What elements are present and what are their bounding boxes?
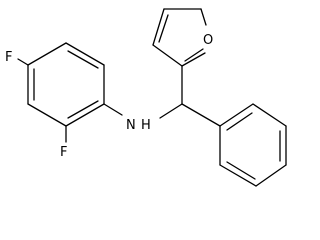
nitrogen-hydrogen-label: H [141, 118, 151, 133]
furan-oxygen-label: O [203, 33, 213, 48]
phenyl-ring [181, 103, 287, 187]
fluorine-bottom-label: F [60, 145, 67, 160]
nitrogen-label: N [126, 118, 136, 133]
furan-ring [152, 8, 207, 105]
fluorine-top-label: F [5, 50, 12, 65]
difluorophenyl-ring [27, 42, 105, 127]
bond-c-f-top [17, 58, 29, 66]
bond-ring-n [103, 103, 123, 116]
bond-n-ch [159, 103, 183, 119]
chemical-structure: F F N H O [5, 8, 287, 187]
